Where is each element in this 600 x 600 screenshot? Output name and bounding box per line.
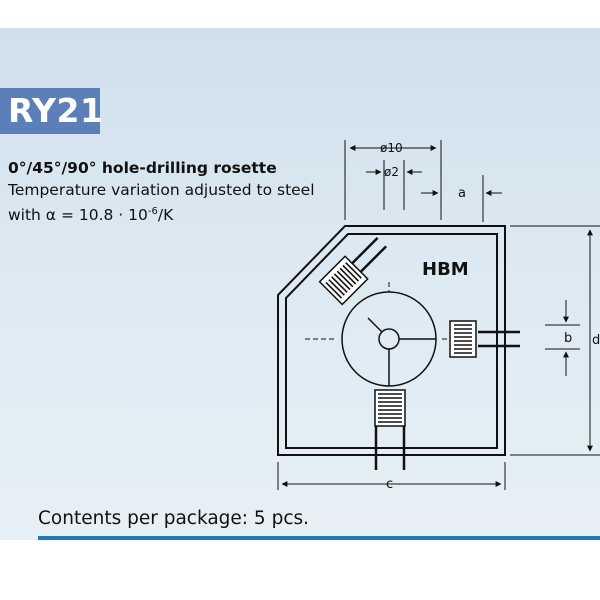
bottom-divider — [38, 536, 600, 540]
product-description: 0°/45°/90° hole-drilling rosette Tempera… — [8, 157, 315, 226]
alpha-value: with α = 10.8 · 10 — [8, 206, 148, 225]
product-description-line-3: with α = 10.8 · 10-6/K — [8, 201, 315, 226]
alpha-unit: /K — [157, 206, 174, 225]
product-code-badge: RY21 — [0, 88, 104, 134]
alpha-exponent: -6 — [147, 206, 158, 217]
product-title: 0°/45°/90° hole-drilling rosette — [8, 159, 277, 177]
product-description-line-2: Temperature variation adjusted to steel — [8, 181, 315, 199]
product-code: RY21 — [8, 91, 104, 130]
package-contents: Contents per package: 5 pcs. — [38, 508, 310, 529]
